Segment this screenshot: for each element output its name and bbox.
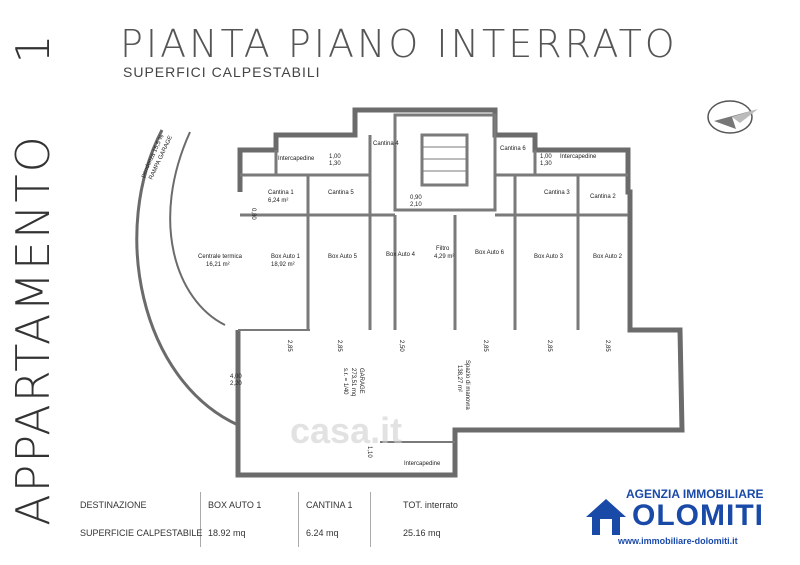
room-intercapedine-bottom: Intercapedine (404, 461, 441, 467)
dim-label: 1,00 (540, 154, 552, 160)
col2-name: CANTINA 1 (306, 500, 353, 510)
page-title: PIANTA PIANO INTERRATO (120, 22, 678, 66)
dim-label: 2,85 (286, 340, 292, 352)
outer-wall (235, 107, 685, 478)
dest-label: DESTINAZIONE (80, 500, 147, 510)
room-box1: Box Auto 1 (271, 254, 301, 260)
floor-plan: Cantina 4 Cantina 6 Intercapedine Interc… (135, 107, 685, 478)
dim-label: 1,10 (366, 446, 372, 458)
agency-name: AGENZIA IMMOBILIARE (626, 487, 764, 501)
room-box3: Box Auto 3 (534, 254, 564, 260)
surf-label: SUPERFICIE CALPESTABILE (80, 528, 203, 538)
room-garage-area: 273,51 mq (350, 368, 356, 396)
room-cantina6: Cantina 6 (500, 146, 526, 152)
room-cantina4: Cantina 4 (373, 141, 399, 147)
dim-label: 2,85 (482, 340, 488, 352)
dim-label: 2,85 (604, 340, 610, 352)
dim-label: 4,00 (230, 374, 242, 380)
room-box6: Box Auto 6 (475, 250, 505, 256)
room-box4: Box Auto 4 (386, 252, 416, 258)
room-cantina1-area: 6,24 m² (268, 198, 288, 204)
room-manovra-area: 138,27 m² (456, 365, 462, 392)
room-cantina5: Cantina 5 (328, 190, 354, 196)
col1-value: 18.92 mq (208, 528, 246, 538)
house-icon (586, 499, 626, 535)
col1-name: BOX AUTO 1 (208, 500, 262, 510)
room-box5: Box Auto 5 (328, 254, 358, 260)
page-subtitle: SUPERFICI CALPESTABILI (123, 64, 321, 80)
agency-logo: AGENZIA IMMOBILIARE OLOMITI www.immobili… (578, 487, 784, 551)
room-intercapedine-left: Intercapedine (278, 156, 315, 162)
unit-label: APPARTAMENTO (6, 134, 60, 526)
ramp-outer (135, 129, 239, 427)
room-garage-door: s.r. = 1/40 (342, 368, 348, 395)
col3-value: 25.16 mq (403, 528, 441, 538)
agency-url: www.immobiliare-dolomiti.it (618, 536, 738, 546)
side-label: APPARTAMENTO 1 (6, 30, 60, 550)
north-arrow-icon (707, 100, 758, 134)
dim-label: 1,00 (329, 154, 341, 160)
unit-number: 1 (6, 32, 60, 64)
room-manovra: Spazio di manovra (464, 360, 470, 410)
brand-name: OLOMITI (632, 499, 764, 532)
room-cantina2: Cantina 2 (590, 194, 616, 200)
room-centrale: Centrale termica (198, 254, 243, 260)
watermark: casa.it (290, 410, 403, 451)
dim-label: 2,85 (546, 340, 552, 352)
dim-label: 2,85 (336, 340, 342, 352)
summary-table: DESTINAZIONE SUPERFICIE CALPESTABILE BOX… (70, 490, 575, 550)
room-cantina3: Cantina 3 (544, 190, 570, 196)
dim-label: 1,30 (329, 161, 341, 167)
room-box1-area: 18,92 m² (271, 262, 295, 268)
room-intercapedine-right: Intercapedine (560, 154, 597, 160)
dim-label: 0,90 (410, 195, 422, 201)
dim-label: 1,30 (540, 161, 552, 167)
dim-label: 0,80 (250, 208, 256, 220)
room-cantina1: Cantina 1 (268, 190, 294, 196)
dim-label: 2,10 (410, 202, 422, 208)
room-box2: Box Auto 2 (593, 254, 623, 260)
room-filtro-area: 4,29 m² (434, 254, 454, 260)
dim-label: 2,50 (398, 340, 404, 352)
ramp-inner (169, 131, 226, 326)
dim-label: 2,20 (230, 381, 242, 387)
col2-value: 6.24 mq (306, 528, 339, 538)
col3-name: TOT. interrato (403, 500, 458, 510)
room-garage: GARAGE (358, 368, 364, 394)
room-centrale-area: 16,21 m² (206, 262, 230, 268)
room-filtro: Filtro (436, 246, 450, 252)
